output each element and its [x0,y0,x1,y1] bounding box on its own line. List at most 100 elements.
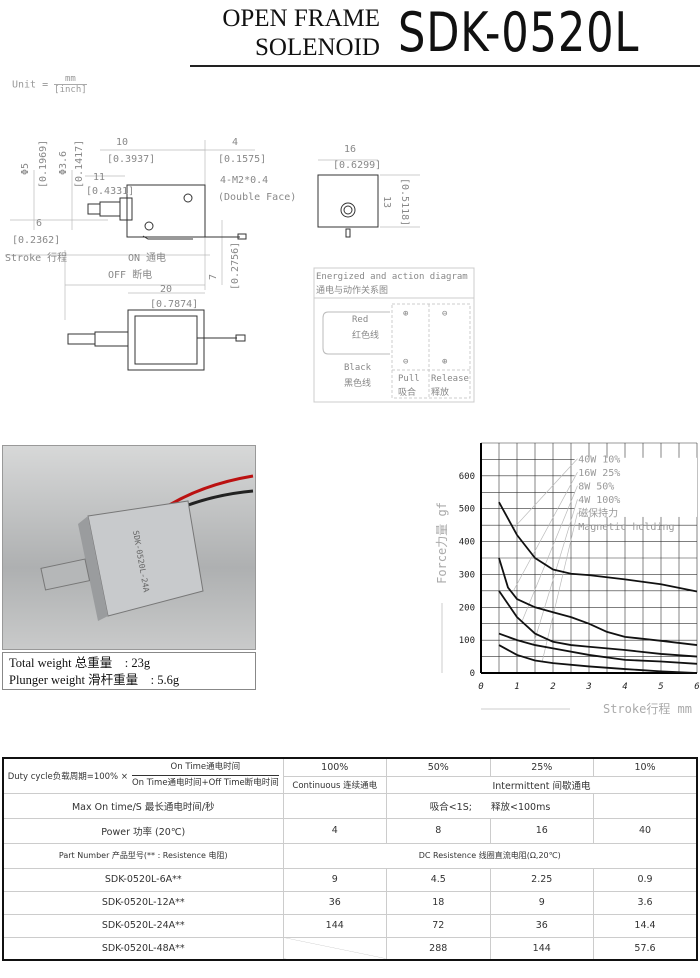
dim-10: 10 [116,137,128,148]
dim-11: 11 [93,172,105,183]
red-wire-label-cn: 红色线 [352,329,379,341]
thread-spec: 4-M2*0.4 [220,175,268,186]
y-tick-label: 300 [459,570,475,580]
dim-10-inch: [0.3937] [107,154,155,165]
duty-10: 10% [593,757,698,777]
dim-11-inch: [0.4331] [86,186,134,197]
dim-phi36-inch: [0.1417] [74,140,85,188]
unit-label: Unit = [12,79,49,91]
part-number: SDK-0520L-12A** [2,890,284,915]
resistance-value: 0.9 [593,867,698,892]
max-on-pull: 吸合<1S; [429,801,472,813]
duty-100: 100% [282,757,387,777]
dimension-drawing: 10 [0.3937] 4 [0.1575] 11 [0.4331] [0.23… [5,137,475,403]
resistance-value: 4.5 [386,867,491,892]
red-wire-label: Red [352,315,368,325]
duty-label: Duty cycle负载周期=100% × [7,771,128,782]
resistance-value [282,936,387,961]
weight-info: Total weight 总重量 : 23g Plunger weight 滑杆… [2,652,256,690]
y-tick-label: 0 [470,669,475,679]
release-minus-icon: ⊖ [442,309,447,319]
power-value: 16 [489,817,594,844]
x-tick-label: 1 [514,682,519,692]
total-weight: Total weight 总重量 : 23g [9,656,151,670]
legend-leader [513,472,578,592]
duty-numerator: On Time通电时间 [131,760,279,777]
y-tick-label: 200 [459,603,475,613]
resistance-value: 144 [282,913,387,938]
intermittent-label: Intermittent 间歇通电 [386,775,698,794]
y-tick-label: 100 [459,636,475,646]
max-on-empty [282,792,387,819]
part-number-label: Part Number 产品型号(** : Resistence 电阻) [2,842,284,869]
resistance-value: 9 [282,867,387,892]
resistance-value: 144 [489,936,594,961]
x-tick-label: 6 [694,682,699,692]
x-tick-label: 3 [585,682,591,692]
legend-leader [532,499,578,646]
black-wire-label-cn: 黑色线 [344,377,371,389]
dim-7-inch: [0.2756] [230,242,241,290]
max-on-values: 吸合<1S; 释放<100ms [386,792,594,819]
diagram-title-en: Energized and action diagram [316,272,468,282]
resistance-value: 14.4 [593,913,698,938]
release-label: Release [431,374,469,384]
legend-label: 16W 25% [578,468,620,479]
resistance-value: 2.25 [489,867,594,892]
thread-face: (Double Face) [218,192,296,203]
power-label: Power 功率 (20℃) [2,817,284,844]
duty-denominator: On Time通电时间+Off Time断电时间 [131,778,279,789]
resistance-value: 9 [489,890,594,915]
y-tick-label: 400 [459,538,475,548]
series-line [498,557,698,646]
dim-7: 7 [208,274,219,280]
release-plus-icon: ⊕ [442,357,447,367]
legend-label: 8W 50% [578,482,614,493]
legend-label: 磁保持力 [578,507,618,520]
resistance-value: 18 [386,890,491,915]
y-tick-label: 600 [459,472,475,482]
power-value: 40 [593,817,698,844]
dim-6-inch: [0.2362] [12,235,60,246]
dim-4: 4 [232,137,238,148]
legend-leader [522,485,578,621]
header-rule [190,65,700,67]
y-axis-label: Force力量 gf [435,502,449,584]
max-on-release: 释放<100ms [490,801,551,813]
resistance-label: DC Resistence 线圈直流电阻(Ω,20℃) [282,842,698,869]
resistance-value: 3.6 [593,890,698,915]
dim-13: 13 [381,196,392,208]
solenoid-image: SDK-0520L-24A [40,474,254,621]
title-line-2: SOLENOID [255,34,380,61]
resistance-value: 36 [282,890,387,915]
unit-note: Unit = mm[inch] [12,74,87,95]
continuous-label: Continuous 连续通电 [282,775,387,794]
legend-leader [541,512,578,662]
resistance-value: 57.6 [593,936,698,961]
y-tick-label: 500 [459,505,475,515]
series-line [498,644,698,674]
dim-16-inch: [0.6299] [333,160,381,171]
product-photo: SDK-0520L-24A [2,445,256,650]
legend-box [574,457,697,517]
pull-label-cn: 吸合 [398,386,416,398]
pull-label: Pull [398,374,420,384]
on-label: ON 通电 [128,251,166,264]
dim-20-inch: [0.7874] [150,299,198,310]
unit-mm: mm [54,74,87,85]
diagram-title-cn: 通电与动作关系图 [316,284,388,296]
dim-phi5: Φ5 [20,163,31,175]
series-line [498,590,698,658]
energized-action-diagram: Energized and action diagram 通电与动作关系图 Re… [313,267,475,403]
legend-label: Magnetic holding [578,522,674,533]
legend-label: 40W 10% [578,455,620,466]
off-label: OFF 断电 [108,268,152,281]
dim-phi5-inch: [0.1969] [38,140,49,188]
part-number: SDK-0520L-6A** [2,867,284,892]
max-on-label: Max On time/S 最长通电时间/秒 [2,792,284,819]
duty-50: 50% [386,757,491,777]
